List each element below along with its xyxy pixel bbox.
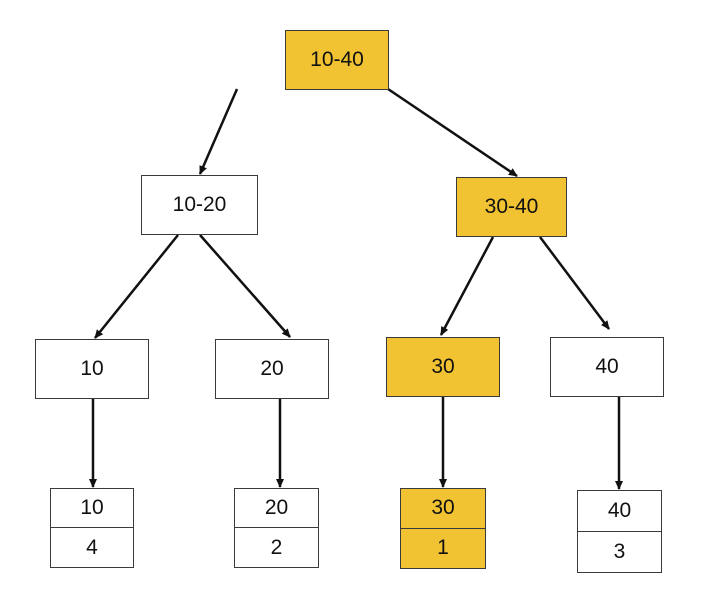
leaf-node-40: 40 3 (577, 490, 662, 573)
leaf-key: 40 (578, 491, 661, 532)
leaf-node-30: 30 1 (400, 488, 486, 569)
tree-node-20: 20 (215, 339, 329, 399)
tree-node-10: 10 (35, 339, 149, 399)
tree-node-30-40: 30-40 (456, 177, 567, 237)
edge-30-40-to-40 (539, 236, 610, 330)
edge-10-20-to-20 (199, 234, 291, 338)
edge-10-20-to-10 (94, 234, 179, 339)
leaf-node-20: 20 2 (234, 488, 319, 568)
leaf-key: 20 (235, 489, 318, 528)
leaf-key: 30 (401, 489, 485, 529)
edge-30-40-to-30 (439, 236, 495, 336)
tree-node-40: 40 (550, 337, 664, 397)
leaf-key: 10 (51, 489, 133, 528)
tree-node-10-20: 10-20 (141, 175, 258, 235)
leaf-count: 2 (270, 535, 283, 559)
tree-node-30: 30 (386, 337, 500, 397)
leaf-count: 3 (613, 539, 626, 563)
leaf-count: 1 (437, 536, 449, 560)
leaf-node-10: 10 4 (50, 488, 134, 568)
leaf-count: 4 (86, 535, 98, 559)
tree-node-root: 10-40 (285, 30, 389, 90)
edge-root-to-30-40 (387, 87, 518, 178)
edge-root-to-10-20 (198, 88, 239, 175)
